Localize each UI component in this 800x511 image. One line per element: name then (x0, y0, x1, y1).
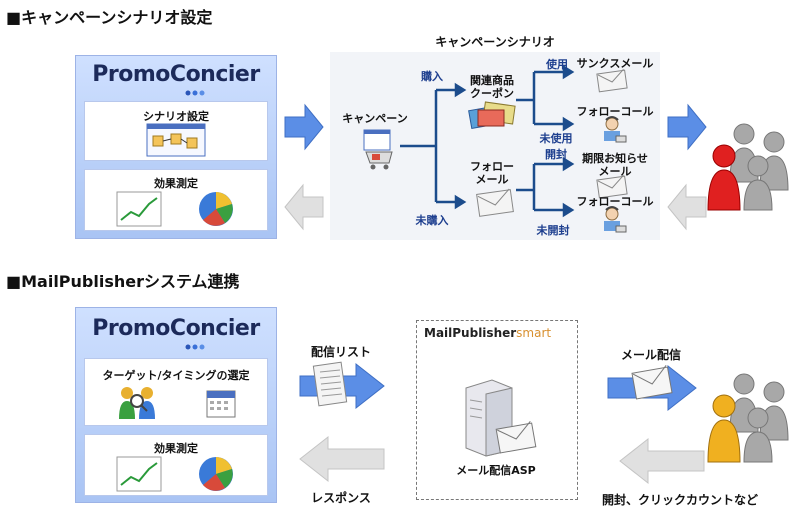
effect-measure-card-2[interactable]: 効果測定 (84, 434, 268, 496)
thanks-mail-label: サンクスメール (576, 57, 654, 70)
mailpublisher-box (416, 320, 578, 500)
line-chart-icon-2 (116, 456, 162, 492)
promoconcier-panel-2: PromoConcier ターゲット/タイミングの選定 効果測定 (75, 307, 277, 503)
expiry-mail-label-2: メール (598, 165, 632, 178)
people-search-icon (119, 387, 155, 419)
people-group-icon-2 (707, 373, 789, 463)
mail-asp-label: メール配信ASP (456, 464, 536, 477)
purchase-label: 購入 (421, 70, 443, 83)
expiry-mail-icon (596, 174, 628, 199)
campaign-node-label: キャンペーン (342, 112, 408, 125)
scenario-setting-card[interactable]: シナリオ設定 (84, 101, 268, 161)
no-purchase-label: 未購入 (415, 214, 449, 227)
scenario-window-icon (146, 123, 206, 157)
mailpublisher-logo: MailPublishersmart (424, 326, 574, 340)
follow-call-label-1: フォローコール (576, 105, 654, 118)
calendar-icon (206, 390, 236, 418)
campaign-cart-icon (363, 129, 393, 170)
line-chart-icon (116, 191, 162, 227)
mail-delivery-arrow-icon (607, 364, 697, 412)
unopened-label: 未開封 (536, 224, 570, 237)
related-coupon-label-2: クーポン (470, 87, 514, 100)
scenario-setting-label: シナリオ設定 (143, 110, 209, 123)
operator-icon-1 (604, 116, 627, 143)
arrow-right-icon-2 (667, 103, 707, 151)
promoconcier-logo: PromoConcier (92, 62, 260, 87)
pie-chart-icon (199, 192, 233, 226)
logo-dots-icon (185, 90, 205, 96)
coupon-icon (468, 101, 516, 130)
expiry-mail-label-1: 期限お知らせ (582, 152, 648, 165)
thanks-mail-icon (596, 68, 628, 93)
response-arrow-icon (299, 435, 385, 483)
related-coupon-label-1: 関連商品 (470, 74, 514, 87)
section-title-campaign: ■キャンペーンシナリオ設定 (6, 8, 213, 27)
arrow-right-icon (284, 103, 324, 151)
follow-mail-label-1: フォロー (470, 160, 514, 173)
promoconcier-panel-1: PromoConcier シナリオ設定 効果測定 (75, 55, 277, 239)
mail-delivery-label: メール配信 (620, 348, 681, 362)
response-label: レスポンス (311, 491, 371, 505)
effect-measure-label-2: 効果測定 (154, 442, 198, 455)
delivery-list-label: 配信リスト (310, 345, 371, 359)
arrow-left-gray-icon-2 (667, 183, 707, 231)
logo-dots-icon-2 (185, 344, 205, 350)
effect-measure-card[interactable]: 効果測定 (84, 169, 268, 231)
follow-mail-label-2: メール (475, 173, 509, 186)
promoconcier-logo-2: PromoConcier (92, 316, 260, 341)
target-timing-card[interactable]: ターゲット/タイミングの選定 (84, 358, 268, 426)
follow-call-label-2: フォローコール (576, 195, 654, 208)
pie-chart-icon-2 (199, 457, 233, 491)
effect-measure-label: 効果測定 (154, 177, 198, 190)
scenario-title: キャンペーンシナリオ (435, 35, 555, 49)
use-label: 使用 (546, 58, 568, 71)
operator-icon-2 (604, 206, 627, 233)
delivery-list-arrow-icon (299, 361, 385, 410)
mailpublisher-logo-main: MailPublisher (424, 326, 517, 340)
opened-label: 開封 (545, 148, 567, 161)
open-click-arrow-icon (619, 437, 705, 485)
envelope-icon (476, 188, 514, 217)
open-click-label: 開封、クリックカウントなど (601, 493, 758, 507)
people-group-icon-1 (707, 123, 789, 211)
server-mail-icon (465, 379, 537, 457)
section-title-mailpublisher: ■MailPublisherシステム連携 (6, 272, 240, 291)
arrow-left-gray-icon (284, 183, 324, 231)
mailpublisher-logo-sub: smart (516, 326, 552, 340)
unused-label: 未使用 (539, 132, 573, 145)
scenario-flow-lines (400, 64, 575, 218)
target-timing-label: ターゲット/タイミングの選定 (102, 369, 250, 382)
